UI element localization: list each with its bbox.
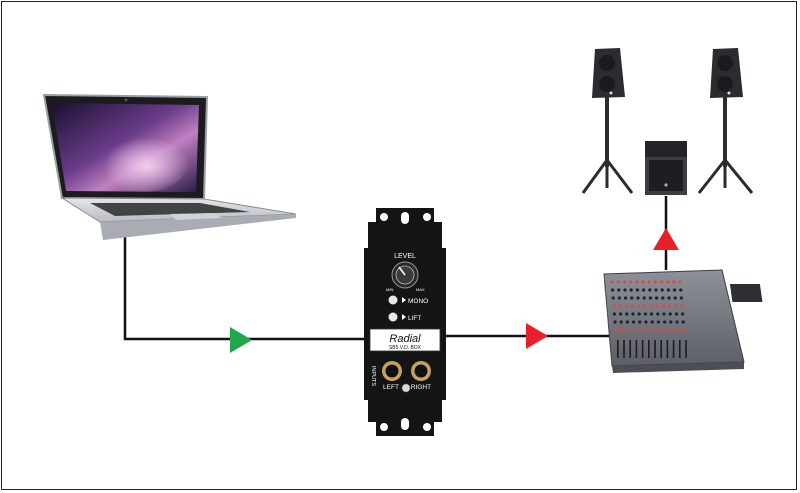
arrow-input-icon [230,327,252,353]
arrow-output-icon [526,323,548,349]
inputs-label: INPUTS [370,366,376,387]
brand-label-plate [369,328,441,352]
lift-label: LIFT [408,315,421,322]
level-scale-min: MIN [386,287,393,292]
laptop-icon [42,93,297,240]
right-label: RIGHT [411,384,431,391]
direct-box-icon: LEVEL MIN MAX MONO LIFT Radial SB5 V.D. … [364,208,446,436]
mono-label: MONO [408,298,428,305]
pa-speaker-icon [581,48,634,194]
arrow-up-icon [653,228,679,250]
level-scale-max: MAX [416,287,425,292]
mixing-console-icon [603,269,763,373]
lift-switch-icon [388,312,398,322]
level-label: LEVEL [394,253,416,260]
model-name: SB5 V.D. BOX [389,345,422,351]
cable-laptop-to-di [123,225,365,341]
brand-name: Radial [389,333,421,345]
pa-speaker-icon [697,48,754,194]
mono-switch-icon [388,295,398,305]
left-label: LEFT [383,384,399,391]
subwoofer-icon [645,141,687,195]
